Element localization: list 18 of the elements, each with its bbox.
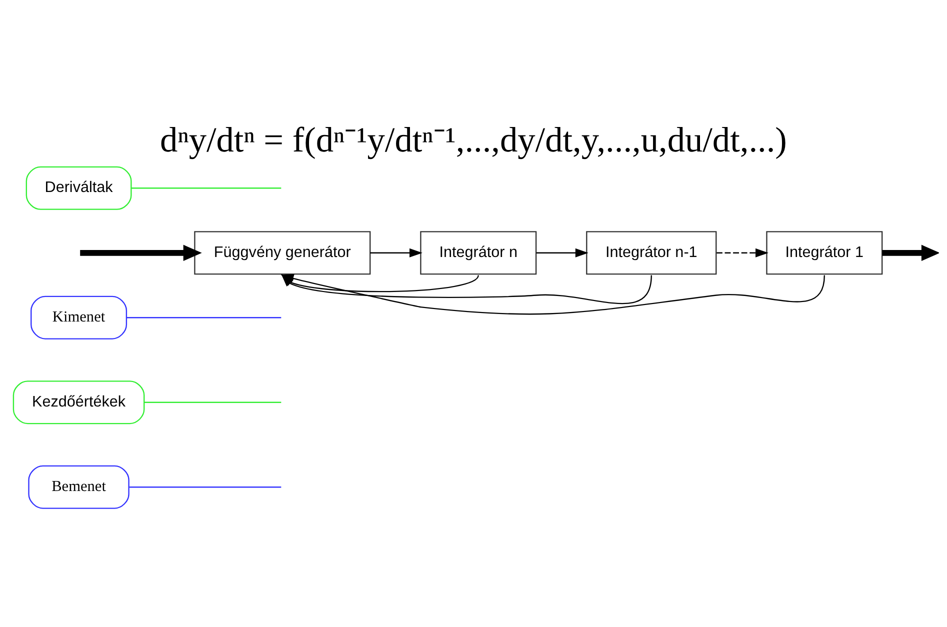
connector xyxy=(144,402,282,403)
node-box: Bemenet xyxy=(28,465,130,509)
node-box: Kezdőértékek xyxy=(12,380,145,424)
node-box: Integrátor 1 xyxy=(766,231,883,275)
connector xyxy=(131,188,282,189)
arrow xyxy=(716,248,768,258)
diagram-title: dⁿy/dtⁿ = f(dⁿ⁻¹y/dtⁿ⁻¹,...,dy/dt,y,...,u,du/dt,...) xyxy=(160,120,787,160)
arrow xyxy=(536,248,588,258)
connector xyxy=(129,486,282,488)
node-box: Deriváltak xyxy=(26,166,132,210)
node-box: Integrátor n xyxy=(420,231,537,275)
arrow xyxy=(882,244,939,261)
node-box: Kimenet xyxy=(30,296,128,340)
node-box: Függvény generátor xyxy=(194,231,371,275)
arrow xyxy=(370,248,422,258)
connector xyxy=(126,317,282,318)
arrow xyxy=(80,244,202,261)
node-box: Integrátor n-1 xyxy=(586,231,717,275)
